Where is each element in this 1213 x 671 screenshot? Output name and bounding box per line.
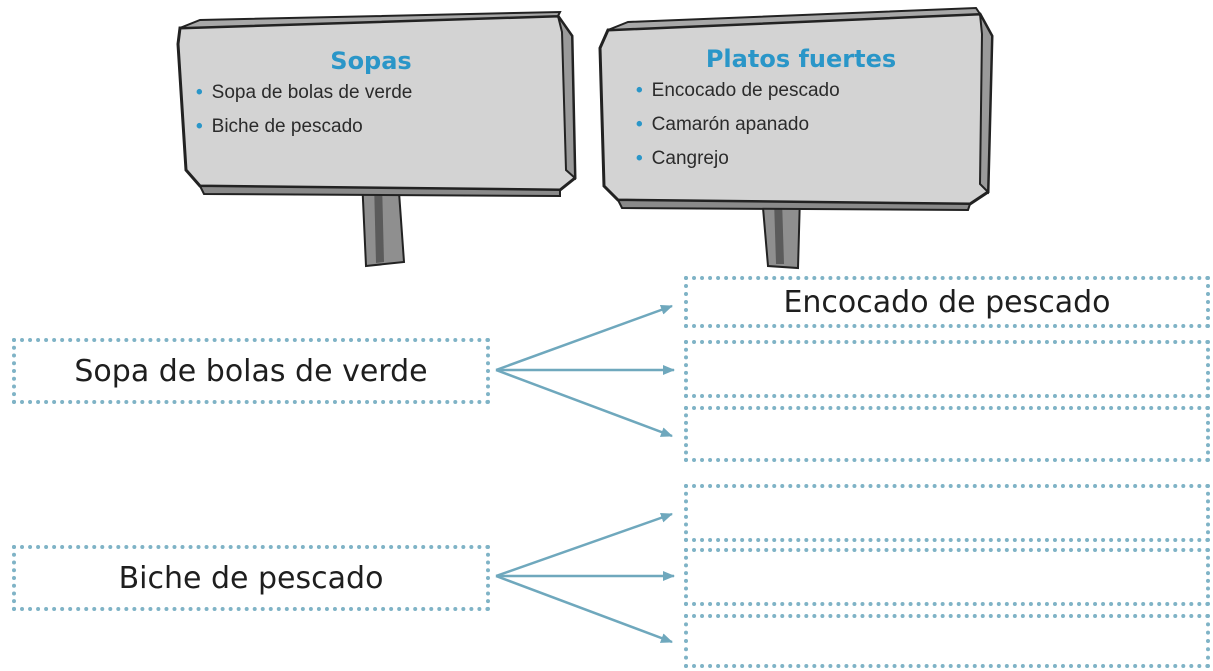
answer-box-3[interactable] [684,406,1210,462]
sign-platos-title: Platos fuertes [705,45,897,73]
answer-box-2[interactable] [684,340,1210,398]
signs-illustration [176,6,994,270]
sign-platos-post [760,195,802,270]
arrow-4 [495,512,673,578]
sign-sopas-list: •Sopa de bolas de verde •Biche de pescad… [196,76,546,144]
source-box-sopa-bolas: Sopa de bolas de verde [12,338,490,404]
bullet-icon: • [636,114,643,135]
list-item: •Cangrejo [636,148,729,169]
sign-sopas-title: Sopas [330,47,412,75]
sign-platos-list: •Encocado de pescado •Camarón apanado •C… [636,74,966,176]
bullet-icon: • [636,148,643,169]
arrow-1 [495,304,673,372]
arrow-3 [495,368,673,438]
answer-box-5[interactable] [684,548,1210,606]
bullet-icon: • [196,82,203,103]
answer-box-6[interactable] [684,614,1210,668]
answer-box-4[interactable] [684,484,1210,542]
bullet-icon: • [196,116,203,137]
sign-sopas-content: Sopas •Sopa de bolas de verde •Biche de … [196,46,546,144]
list-item: •Biche de pescado [196,116,363,137]
sign-sopas-post [360,177,406,268]
sign-platos-board [598,6,994,212]
bullet-icon: • [636,80,643,101]
sign-sopas-board [176,10,577,198]
answer-box-1[interactable]: Encocado de pescado [684,276,1210,328]
list-item: •Sopa de bolas de verde [196,82,413,103]
sign-platos-content: Platos fuertes •Encocado de pescado •Cam… [636,44,966,176]
source-label: Biche de pescado [118,560,384,596]
list-item: •Camarón apanado [636,114,810,135]
arrow-6 [495,574,673,644]
source-label: Sopa de bolas de verde [74,353,428,389]
answer-text: Encocado de pescado [783,284,1111,320]
list-item: •Encocado de pescado [636,80,840,101]
source-box-biche: Biche de pescado [12,545,490,611]
